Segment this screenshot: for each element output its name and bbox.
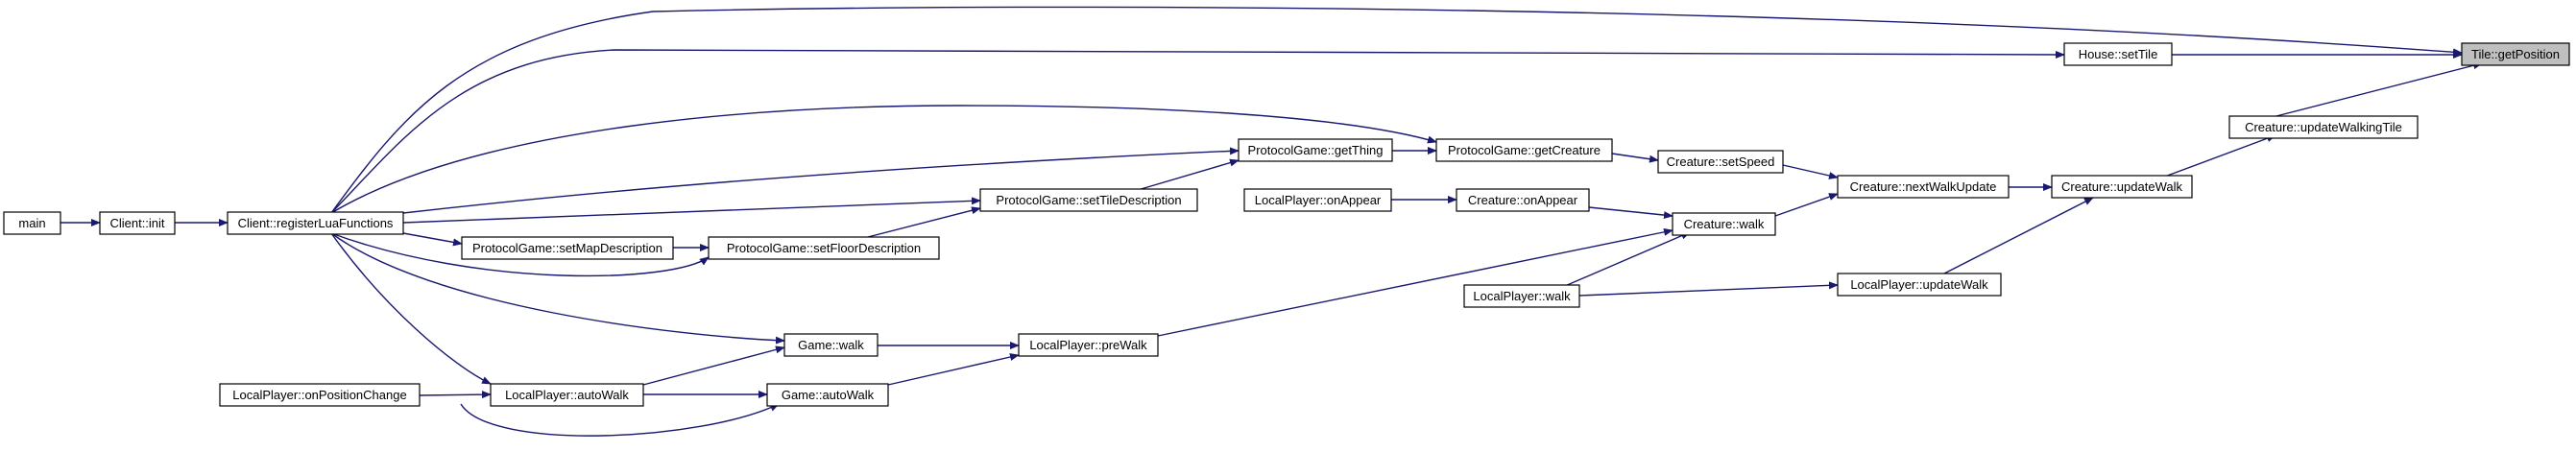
node-label: Creature::setSpeed (1667, 155, 1775, 169)
node-set-tile-description[interactable]: ProtocolGame::setTileDescription (979, 188, 1198, 212)
node-creature-update-walk[interactable]: Creature::updateWalk (2051, 175, 2193, 199)
node-creature-on-appear[interactable]: Creature::onAppear (1456, 188, 1590, 212)
node-register-lua-functions[interactable]: Client::registerLuaFunctions (227, 211, 404, 235)
node-label: Tile::getPosition (2471, 47, 2560, 61)
node-label: ProtocolGame::setMapDescription (472, 241, 662, 255)
edge-creature-on-appear-to-creature-walk (1588, 206, 1673, 220)
node-game-auto-walk[interactable]: Game::autoWalk (766, 383, 889, 407)
node-label: LocalPlayer::walk (1473, 289, 1571, 303)
node-label: Game::autoWalk (782, 388, 875, 402)
edge-on-position-change-to-auto-walk (419, 391, 492, 399)
edge-register-lua-to-get-creature (330, 105, 1437, 214)
edge-register-lua-to-set-floor-description (330, 232, 710, 277)
edge-auto-walk-to-game-walk (642, 345, 785, 386)
node-label: ProtocolGame::getCreature (1448, 143, 1601, 157)
node-game-walk[interactable]: Game::walk (783, 333, 879, 357)
edge-set-floor-description-to-set-tile-description (863, 206, 981, 239)
node-label: main (18, 216, 45, 230)
node-tile-get-position[interactable]: Tile::getPosition (2461, 42, 2570, 66)
edge-register-lua-to-auto-walk (330, 232, 492, 385)
node-label: LocalPlayer::updateWalk (1850, 277, 1988, 292)
node-lp-on-appear[interactable]: LocalPlayer::onAppear (1243, 188, 1392, 212)
node-house-set-tile[interactable]: House::setTile (2063, 42, 2173, 66)
node-label: Client::registerLuaFunctions (238, 216, 394, 230)
edge-lp-walk-to-creature-walk (1564, 231, 1691, 287)
node-next-walk-update[interactable]: Creature::nextWalkUpdate (1837, 175, 2010, 199)
edge-update-walking-tile-to-tile-get-position (2272, 61, 2483, 118)
node-creature-walk[interactable]: Creature::walk (1672, 212, 1776, 236)
node-set-map-description[interactable]: ProtocolGame::setMapDescription (461, 236, 674, 260)
node-pre-walk[interactable]: LocalPlayer::preWalk (1018, 333, 1159, 357)
node-label: Creature::updateWalkingTile (2245, 120, 2402, 134)
node-label: LocalPlayer::autoWalk (505, 388, 629, 402)
node-label: Creature::updateWalk (2061, 179, 2182, 194)
node-label: ProtocolGame::setTileDescription (996, 193, 1181, 207)
node-label: Game::walk (798, 338, 864, 352)
edge-register-lua-to-game-walk (330, 232, 785, 345)
node-label: Creature::nextWalkUpdate (1850, 179, 1997, 194)
edge-lp-walk-to-lp-update-walk (1578, 281, 1839, 297)
node-main[interactable]: main (3, 211, 61, 235)
node-lp-walk[interactable]: LocalPlayer::walk (1463, 284, 1580, 308)
edge-game-auto-walk-to-pre-walk (887, 353, 1020, 386)
edge-register-lua-to-set-map-description (402, 232, 463, 247)
edge-creature-walk-to-next-walk-update (1774, 193, 1839, 217)
node-label: Creature::onAppear (1468, 193, 1578, 207)
node-label: House::setTile (2079, 47, 2158, 61)
node-label: Creature::walk (1684, 217, 1765, 231)
edge-register-lua-to-house-set-tile (330, 49, 2065, 214)
node-lp-update-walk[interactable]: LocalPlayer::updateWalk (1837, 273, 2002, 297)
node-label: Client::init (109, 216, 164, 230)
edge-creature-update-walk-to-update-walking-tile (2161, 134, 2276, 178)
node-get-creature[interactable]: ProtocolGame::getCreature (1435, 138, 1613, 162)
node-set-floor-description[interactable]: ProtocolGame::setFloorDescription (708, 236, 940, 260)
edge-register-lua-to-tile-get-position (330, 6, 2463, 214)
edge-pre-walk-to-creature-walk (1157, 227, 1673, 337)
node-label: LocalPlayer::onAppear (1255, 193, 1382, 207)
node-get-thing[interactable]: ProtocolGame::getThing (1238, 138, 1393, 162)
node-client-init[interactable]: Client::init (99, 211, 176, 235)
edge-register-lua-to-get-thing (402, 147, 1240, 214)
node-auto-walk[interactable]: LocalPlayer::autoWalk (490, 383, 644, 407)
edge-set-tile-description-to-get-thing (1137, 158, 1240, 191)
edge-lp-update-walk-to-creature-update-walk (1943, 197, 2094, 274)
node-label: LocalPlayer::preWalk (1029, 338, 1147, 352)
node-update-walking-tile[interactable]: Creature::updateWalkingTile (2228, 115, 2419, 139)
node-label: LocalPlayer::onPositionChange (232, 388, 406, 402)
edge-set-speed-to-next-walk-update (1782, 164, 1839, 179)
node-label: ProtocolGame::setFloorDescription (727, 241, 921, 255)
edge-get-creature-to-set-speed (1611, 153, 1659, 163)
edge-register-lua-to-set-tile-description (402, 197, 981, 224)
node-label: ProtocolGame::getThing (1248, 143, 1384, 157)
edge-auto-walk-to-auto-walk-loop (460, 403, 780, 437)
node-set-speed[interactable]: Creature::setSpeed (1657, 150, 1784, 174)
node-on-position-change[interactable]: LocalPlayer::onPositionChange (219, 383, 421, 407)
